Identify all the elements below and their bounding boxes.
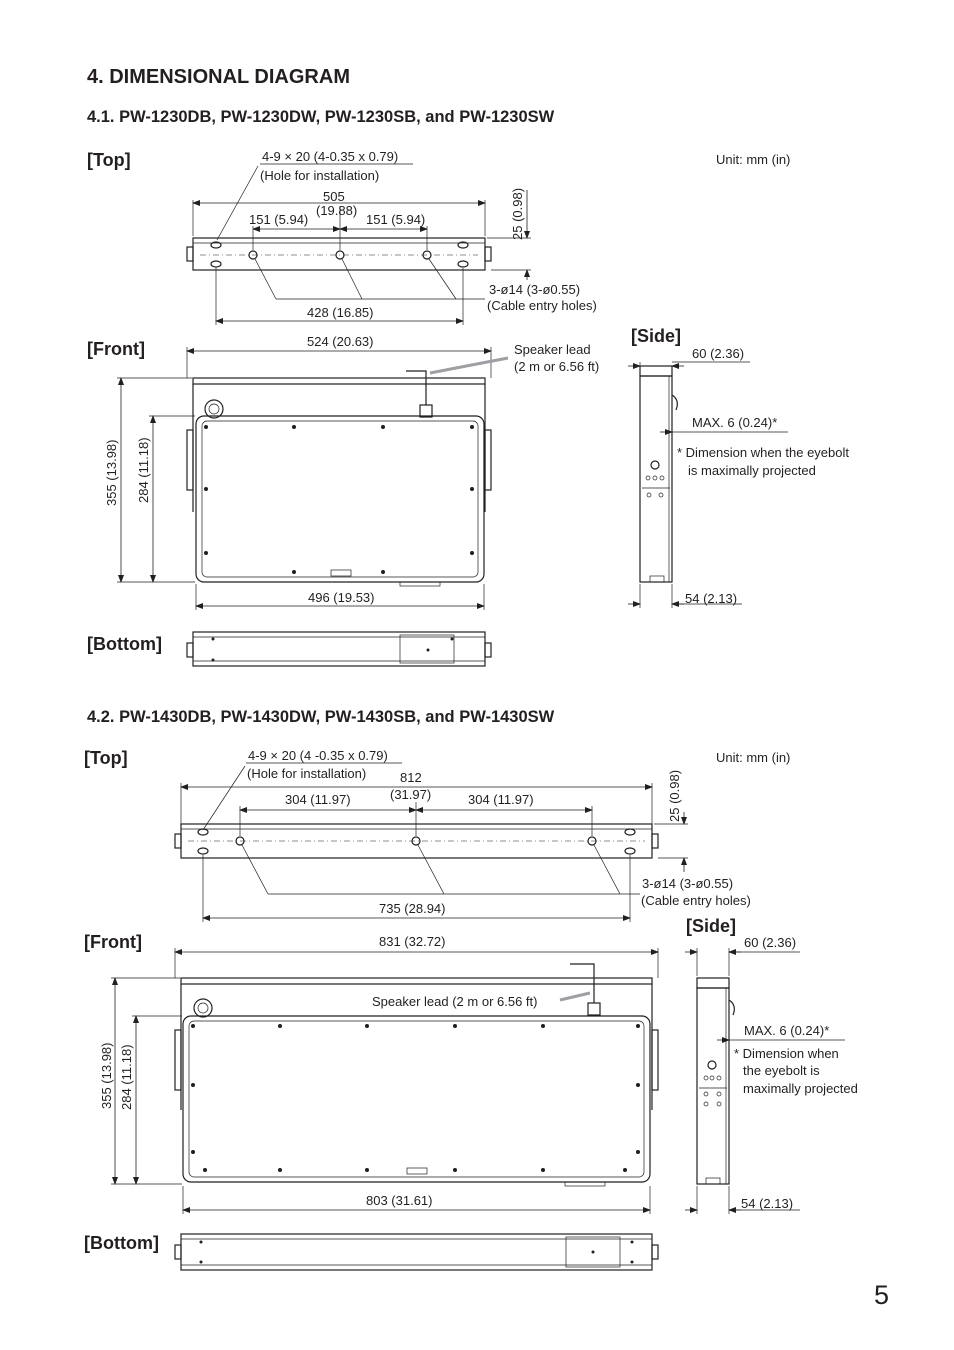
page-number: 5	[874, 1280, 890, 1310]
s1-overall-top-a: 505	[323, 189, 345, 204]
s1-front-label: [Front]	[87, 339, 145, 359]
s1-speaker-lead-a: Speaker lead	[514, 342, 591, 357]
s2-overall-top-a: 812	[400, 770, 422, 785]
s1-pitch-left: 151 (5.94)	[249, 212, 308, 227]
section-2-title: 4.2. PW-1430DB, PW-1430DW, PW-1430SB, an…	[87, 708, 555, 726]
s2-front-label: [Front]	[84, 932, 142, 952]
s2-bottom-view	[174, 1233, 659, 1271]
s2-bottom-label: [Bottom]	[84, 1233, 159, 1253]
s1-side-max: MAX. 6 (0.24)*	[692, 415, 777, 430]
s2-speaker-lead: Speaker lead (2 m or 6.56 ft)	[372, 994, 537, 1009]
s1-front-view	[186, 370, 492, 587]
s2-height-body: 284 (11.18)	[119, 1044, 134, 1110]
s2-side-note-c: maximally projected	[743, 1081, 858, 1096]
s1-side-depth: 60 (2.36)	[692, 346, 744, 361]
s2-side-depth: 60 (2.36)	[744, 935, 796, 950]
s1-overall-top-b: (19.88)	[316, 203, 357, 218]
s1-hole-spec: 4-9 × 20 (4-0.35 x 0.79)	[262, 149, 398, 164]
s1-bottom-view	[186, 631, 492, 667]
s2-width-body: 803 (31.61)	[366, 1193, 433, 1208]
s1-width-front: 524 (20.63)	[307, 334, 374, 349]
s1-unit: Unit: mm (in)	[716, 152, 790, 167]
s1-width-body: 496 (19.53)	[308, 590, 375, 605]
section-1-title: 4.1. PW-1230DB, PW-1230DW, PW-1230SB, an…	[87, 108, 555, 126]
s2-front-view	[174, 963, 659, 1187]
s2-side-max: MAX. 6 (0.24)*	[744, 1023, 829, 1038]
page-heading: 4. DIMENSIONAL DIAGRAM	[87, 66, 350, 88]
s2-height-overall: 355 (13.98)	[99, 1043, 114, 1110]
s2-pitch-left: 304 (11.97)	[285, 792, 351, 807]
s2-side-note-b: the eyebolt is	[743, 1063, 820, 1078]
s1-cable-holes: 3-ø14 (3-ø0.55)	[489, 282, 580, 297]
s1-side-label: [Side]	[631, 326, 681, 346]
s2-top-label: [Top]	[84, 748, 128, 768]
s2-side-bottom: 54 (2.13)	[741, 1196, 793, 1211]
s2-side-view	[696, 977, 735, 1185]
s2-side-label: [Side]	[686, 916, 736, 936]
s2-overall-top-b: (31.97)	[390, 787, 431, 802]
s1-pitch-right: 151 (5.94)	[366, 212, 425, 227]
s2-top-view	[174, 823, 659, 859]
s1-cable-note: (Cable entry holes)	[487, 298, 597, 313]
s2-unit: Unit: mm (in)	[716, 750, 790, 765]
s2-hole-spec: 4-9 × 20 (4 -0.35 x 0.79)	[248, 748, 388, 763]
s1-side-note-b: is maximally projected	[688, 463, 816, 478]
s1-depth-top: 25 (0.98)	[510, 188, 525, 240]
s2-depth-top: 25 (0.98)	[667, 770, 682, 822]
s2-side-note-a: * Dimension when	[734, 1046, 839, 1061]
s2-pitch-right: 304 (11.97)	[468, 792, 534, 807]
s1-height-overall: 355 (13.98)	[104, 440, 119, 507]
s1-height-body: 284 (11.18)	[136, 437, 151, 503]
s2-cable-holes: 3-ø14 (3-ø0.55)	[642, 876, 733, 891]
s1-top-label: [Top]	[87, 150, 131, 170]
s1-top-view	[186, 237, 492, 271]
s2-width-front: 831 (32.72)	[379, 934, 446, 949]
s1-speaker-lead-b: (2 m or 6.56 ft)	[514, 359, 599, 374]
s1-bottom-label: [Bottom]	[87, 634, 162, 654]
s1-side-note-a: * Dimension when the eyebolt	[677, 445, 849, 460]
s1-hole-span: 428 (16.85)	[307, 305, 374, 320]
s1-hole-note: (Hole for installation)	[260, 168, 379, 183]
s2-hole-span: 735 (28.94)	[379, 901, 446, 916]
s1-side-bottom: 54 (2.13)	[685, 591, 737, 606]
s1-side-view	[639, 365, 678, 583]
s2-cable-note: (Cable entry holes)	[641, 893, 751, 908]
s2-hole-note: (Hole for installation)	[247, 766, 366, 781]
